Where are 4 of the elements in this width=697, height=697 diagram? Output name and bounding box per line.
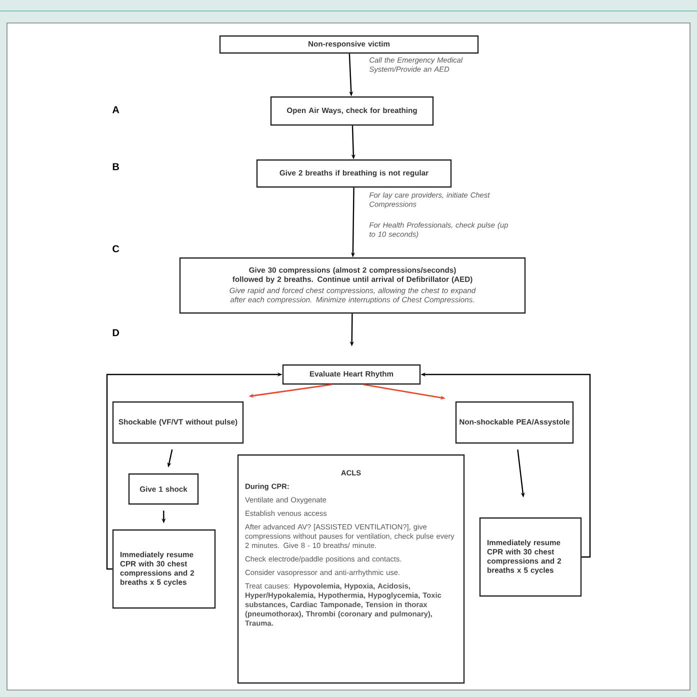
step-letter: B — [112, 163, 119, 170]
step-letter: D — [112, 329, 119, 336]
step-letter: A — [112, 106, 120, 114]
step-letter: C — [112, 245, 120, 252]
